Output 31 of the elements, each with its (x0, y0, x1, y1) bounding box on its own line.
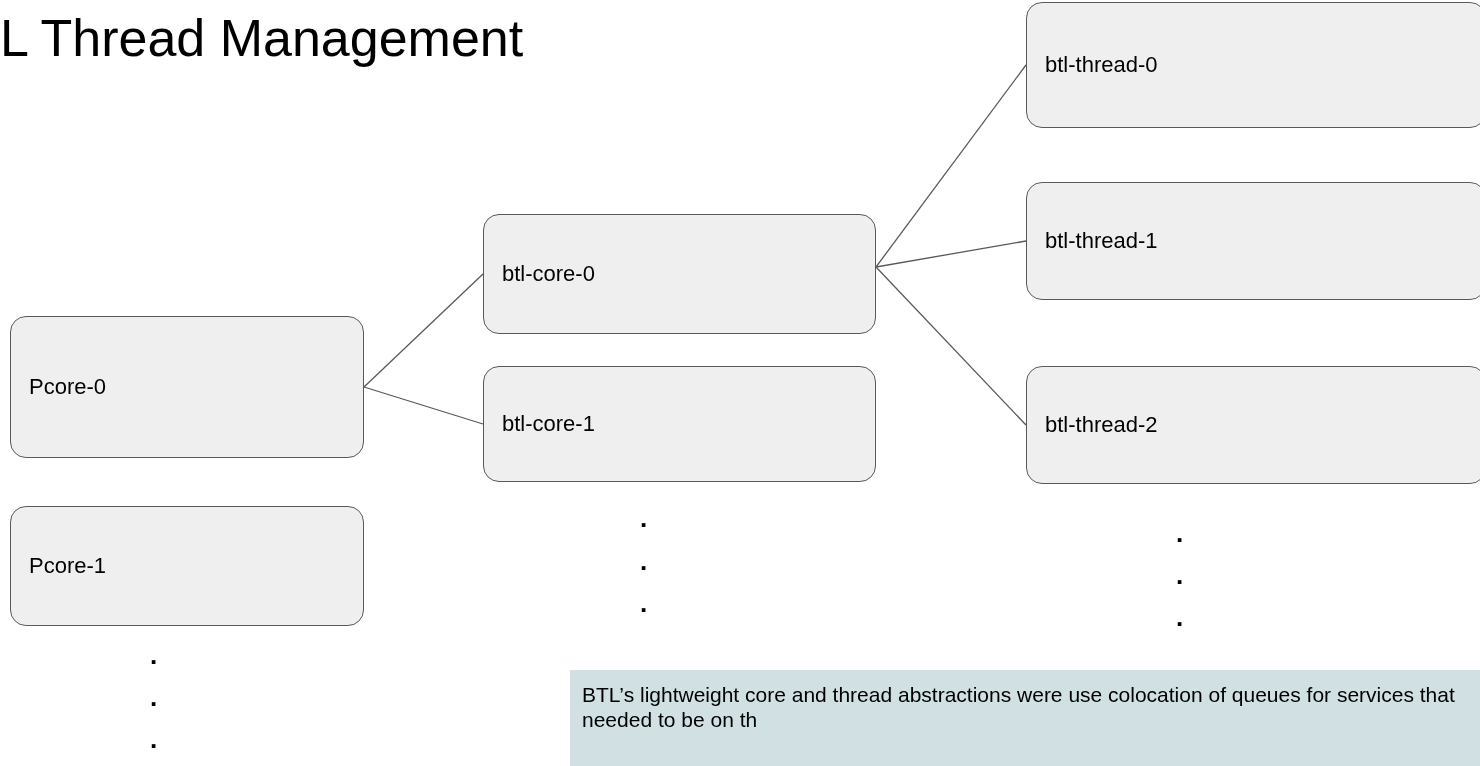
ellipsis-dot: . (150, 726, 158, 752)
process-box (1026, 366, 1480, 484)
ellipsis-dot: . (640, 505, 648, 531)
box-label: btl-core-1 (502, 410, 595, 438)
ellipsis-dot: . (150, 642, 158, 668)
process-box (10, 316, 364, 458)
process-box (1026, 2, 1480, 128)
box-label: btl-thread-0 (1045, 51, 1158, 79)
note-text: BTL’s lightweight core and thread abstractions were use colocation of queues for services that needed to be on th (582, 682, 1456, 733)
connector-line (363, 273, 484, 388)
connector-line (875, 64, 1027, 268)
process-box (483, 366, 876, 482)
box-label: btl-thread-1 (1045, 227, 1158, 255)
ellipsis-dot: . (640, 548, 648, 574)
ellipsis-dot: . (150, 684, 158, 710)
process-box (483, 214, 876, 334)
ellipsis-dot: . (1176, 520, 1184, 546)
note-panel (570, 670, 1480, 766)
ellipsis-dot: . (640, 590, 648, 616)
slide-title: L Thread Management (0, 8, 524, 68)
connector-line (363, 386, 484, 425)
box-label: Pcore-0 (29, 373, 107, 401)
process-box (1026, 182, 1480, 300)
ellipsis-dot: . (1176, 562, 1184, 588)
connector-line (875, 266, 1027, 426)
box-label: btl-core-0 (502, 260, 595, 288)
box-label: btl-thread-2 (1045, 411, 1158, 439)
connector-line (875, 240, 1027, 268)
box-label: Pcore-1 (29, 552, 107, 580)
process-box (10, 506, 364, 626)
ellipsis-dot: . (1176, 604, 1184, 630)
